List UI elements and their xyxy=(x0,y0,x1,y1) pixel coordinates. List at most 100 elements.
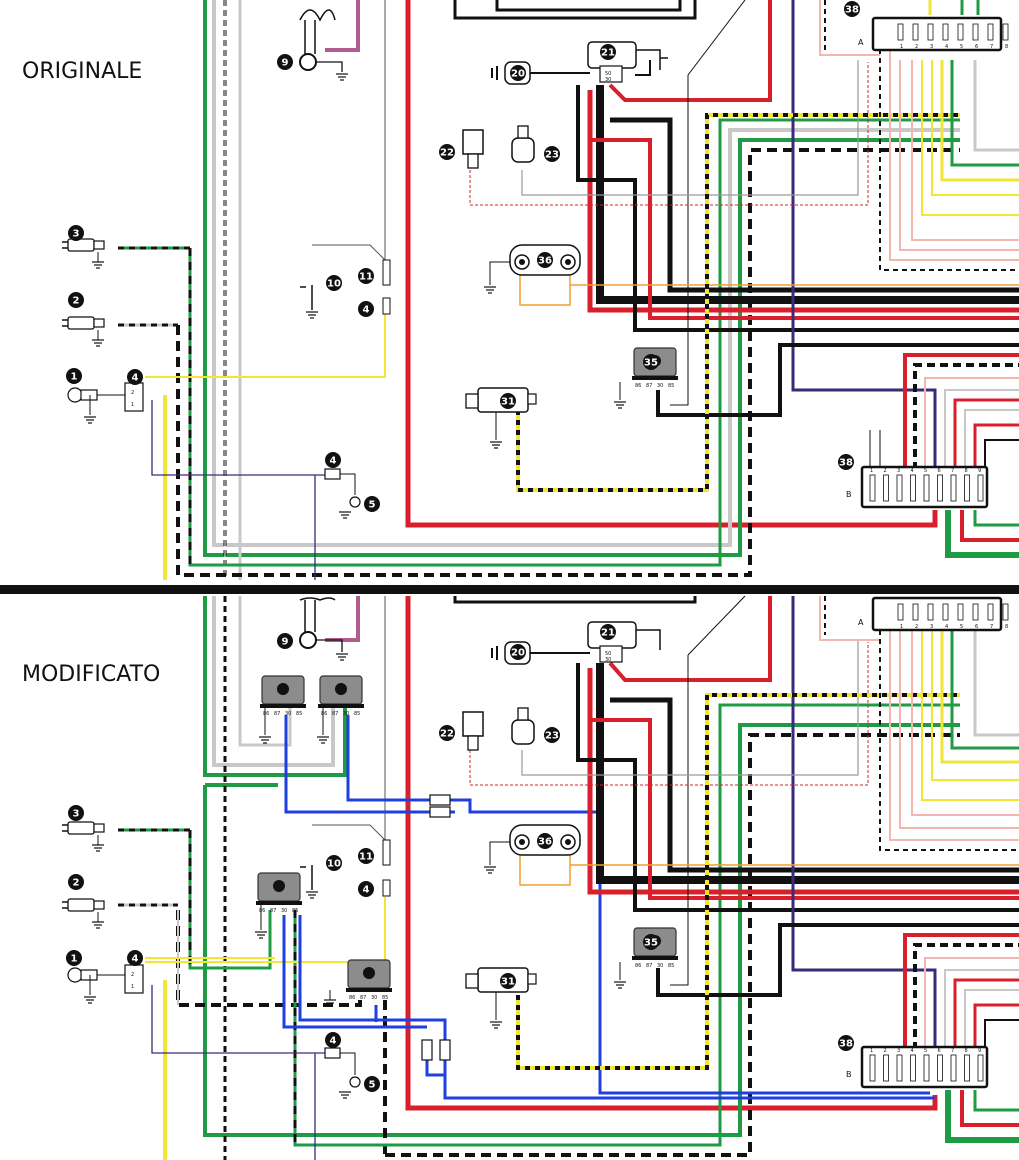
marker-21: 21 xyxy=(600,44,616,60)
marker-35: 35 xyxy=(643,354,659,370)
svg-text:3: 3 xyxy=(73,809,80,820)
connector-b-terminal xyxy=(950,474,957,502)
relay-pin-85: 85 xyxy=(668,963,674,969)
connector-a-terminal xyxy=(972,23,979,41)
relay-pin-86: 86 xyxy=(259,908,265,914)
connector-a-pin-7: 7 xyxy=(990,624,993,630)
connector-b-terminal xyxy=(896,1054,903,1082)
marker-4: 4 xyxy=(325,1032,341,1048)
relay-pin-87: 87 xyxy=(274,711,280,717)
relay-pin-30: 30 xyxy=(343,711,349,717)
marker-10: 10 xyxy=(326,855,342,871)
pin-1: 1 xyxy=(131,402,134,408)
svg-text:9: 9 xyxy=(282,58,289,69)
marker-20: 20 xyxy=(510,644,526,660)
marker-3: 3 xyxy=(68,805,84,821)
marker-5: 5 xyxy=(364,1076,380,1092)
relay-pin-86: 86 xyxy=(635,383,641,389)
svg-text:10: 10 xyxy=(327,279,341,290)
connector-a-pin-3: 3 xyxy=(930,624,933,630)
connector-b-pin-7: 7 xyxy=(951,468,954,474)
connector-a-pin-1: 1 xyxy=(900,624,903,630)
connector-b-pin-4: 4 xyxy=(911,1048,914,1054)
marker-5: 5 xyxy=(364,496,380,512)
connector-a-pin-5: 5 xyxy=(960,624,963,630)
connector-b-pin-7: 7 xyxy=(951,1048,954,1054)
connector-a-terminal xyxy=(972,603,979,621)
marker-4: 4 xyxy=(127,369,143,385)
connector-b-pin-6: 6 xyxy=(938,1048,941,1054)
connector-a-terminal xyxy=(897,23,904,41)
connector-a-terminal xyxy=(1002,23,1009,41)
connector-b-terminal xyxy=(950,1054,957,1082)
connector-b-terminal xyxy=(937,474,943,502)
marker-21: 21 xyxy=(600,624,616,640)
svg-text:4: 4 xyxy=(363,305,370,316)
svg-text:38: 38 xyxy=(839,458,853,469)
connector-b-terminal xyxy=(977,474,984,502)
connector-b-terminal xyxy=(937,1054,943,1082)
svg-text:3: 3 xyxy=(73,229,80,240)
marker-3: 3 xyxy=(68,225,84,241)
relay-pin-30: 30 xyxy=(285,711,291,717)
svg-text:4: 4 xyxy=(132,373,139,384)
connector-b-terminal xyxy=(910,474,916,502)
connector-a-pin-4: 4 xyxy=(945,44,948,50)
svg-text:4: 4 xyxy=(363,885,370,896)
svg-text:9: 9 xyxy=(282,637,289,648)
connector-a-pin-6: 6 xyxy=(975,44,978,50)
svg-text:5: 5 xyxy=(369,1080,376,1091)
relay-pin-85: 85 xyxy=(292,908,298,914)
relay-pin-30: 30 xyxy=(371,995,377,1001)
marker-23: 23 xyxy=(544,727,560,743)
relay-pin-87: 87 xyxy=(646,383,652,389)
relay-pin-85: 85 xyxy=(382,995,388,1001)
pin-50: 50 xyxy=(605,71,611,77)
relay-pin-87: 87 xyxy=(332,711,338,717)
connector-a-label: A xyxy=(858,38,864,47)
connector-a-terminal xyxy=(912,23,919,41)
connector-b-pin-2: 2 xyxy=(884,1048,887,1054)
panel-title-modified: MODIFICATO xyxy=(22,662,160,687)
relay-pin-87: 87 xyxy=(360,995,366,1001)
marker-20: 20 xyxy=(510,65,526,81)
relay-pin-30: 30 xyxy=(281,908,287,914)
svg-text:4: 4 xyxy=(132,954,139,965)
marker-4: 4 xyxy=(127,950,143,966)
connector-b-pin-9: 9 xyxy=(978,1048,981,1054)
connector-b-terminal xyxy=(883,1054,889,1082)
connector-a-pin-2: 2 xyxy=(915,624,918,630)
connector-a-pin-5: 5 xyxy=(960,44,963,50)
connector-a-pin-6: 6 xyxy=(975,624,978,630)
relay-pin-86: 86 xyxy=(349,995,355,1001)
marker-9: 9 xyxy=(277,633,293,649)
svg-text:38: 38 xyxy=(839,1039,853,1050)
marker-4: 4 xyxy=(325,452,341,468)
svg-text:20: 20 xyxy=(511,648,525,659)
connector-b-label: B xyxy=(846,490,852,499)
svg-text:23: 23 xyxy=(545,731,559,742)
svg-text:22: 22 xyxy=(440,148,454,159)
connector-b-pin-1: 1 xyxy=(870,1048,873,1054)
marker-11: 11 xyxy=(358,848,374,864)
svg-text:22: 22 xyxy=(440,729,454,740)
connector-b-label: B xyxy=(846,1070,852,1079)
relay-pin-30: 30 xyxy=(657,383,663,389)
connector-a-terminal xyxy=(957,23,964,41)
connector-a-terminal xyxy=(957,603,964,621)
marker-38: 38 xyxy=(844,1,860,17)
relay-pin-85: 85 xyxy=(296,711,302,717)
connector-b-terminal xyxy=(896,474,903,502)
marker-11: 11 xyxy=(358,268,374,284)
connector-a-terminal xyxy=(897,603,904,621)
connector-b-terminal xyxy=(869,1054,876,1082)
connector-b-pin-2: 2 xyxy=(884,468,887,474)
svg-text:5: 5 xyxy=(369,500,376,511)
svg-text:21: 21 xyxy=(601,628,615,639)
marker-35: 35 xyxy=(643,934,659,950)
svg-text:36: 36 xyxy=(538,837,552,848)
svg-text:1: 1 xyxy=(71,372,78,383)
relay-pin-87: 87 xyxy=(646,963,652,969)
svg-text:38: 38 xyxy=(845,5,859,16)
